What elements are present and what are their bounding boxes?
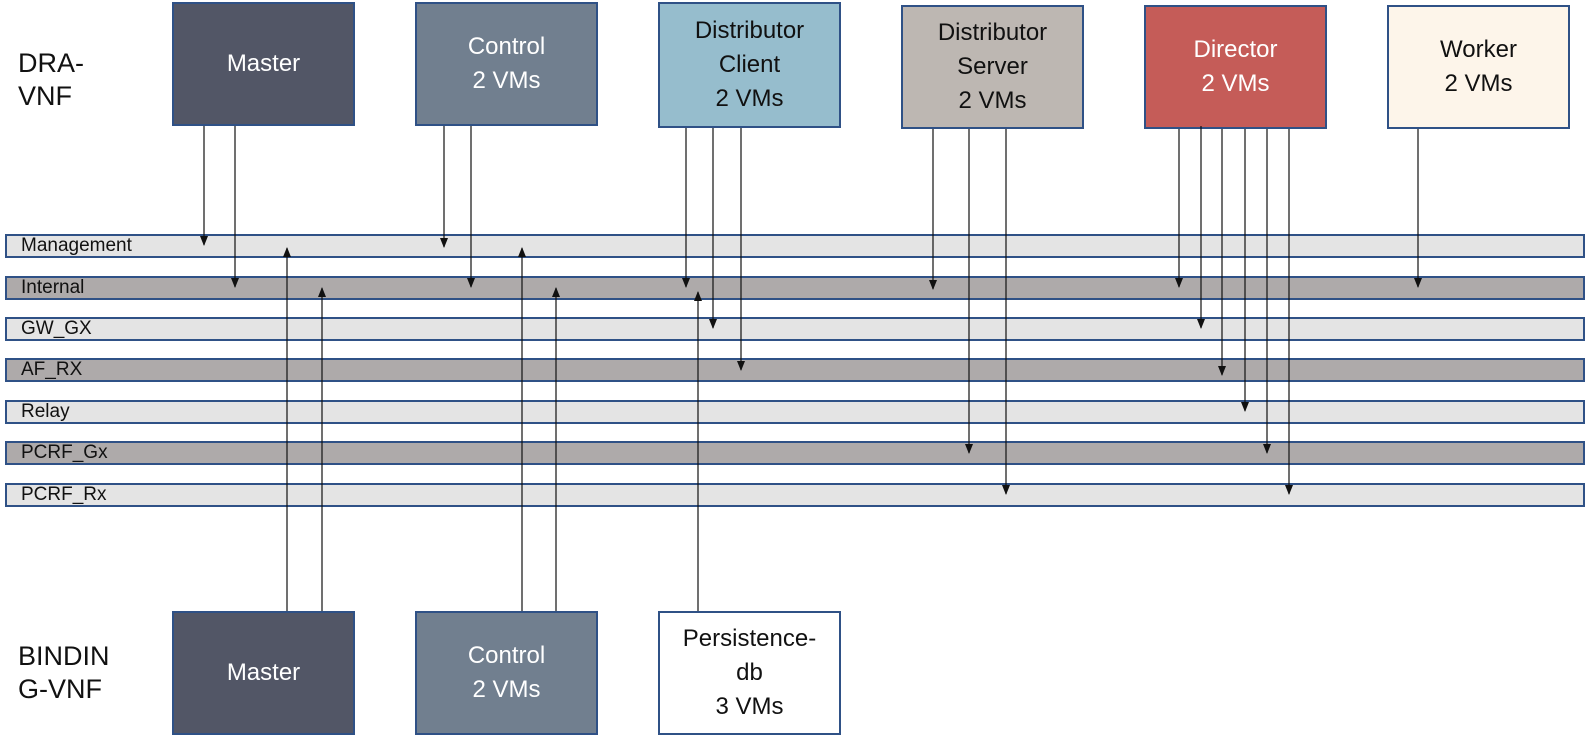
dra-distributor-server-box: Distributor Server 2 VMs [901, 5, 1084, 129]
network-label-internal: Internal [21, 277, 85, 298]
network-label-af-rx: AF_RX [21, 359, 83, 380]
dra-vnf-label: DRA- VNF [18, 48, 84, 111]
dra-control-box: Control 2 VMs [415, 2, 598, 126]
network-label-pcrf-gx: PCRF_Gx [21, 442, 108, 463]
binding-control-box: Control 2 VMs [415, 611, 598, 735]
binding-vnf-label: BINDIN G-VNF [18, 641, 110, 704]
dra-master-box: Master [172, 2, 355, 126]
binding-master-box: Master [172, 611, 355, 735]
network-bar-pcrf-gx: PCRF_Gx [5, 441, 1585, 465]
network-bar-internal: Internal [5, 276, 1585, 300]
network-label-pcrf-rx: PCRF_Rx [21, 484, 107, 505]
network-label-management: Management [21, 235, 132, 256]
network-bar-relay: Relay [5, 400, 1585, 424]
network-bar-pcrf-rx: PCRF_Rx [5, 483, 1585, 507]
network-label-gw-gx: GW_GX [21, 318, 92, 339]
network-label-relay: Relay [21, 401, 70, 422]
binding-persistence-db-box: Persistence- db 3 VMs [658, 611, 841, 735]
dra-director-box: Director 2 VMs [1144, 5, 1327, 129]
network-bar-gw-gx: GW_GX [5, 317, 1585, 341]
network-bar-management: Management [5, 234, 1585, 258]
dra-worker-box: Worker 2 VMs [1387, 5, 1570, 129]
network-bar-af-rx: AF_RX [5, 358, 1585, 382]
dra-distributor-client-box: Distributor Client 2 VMs [658, 2, 841, 128]
